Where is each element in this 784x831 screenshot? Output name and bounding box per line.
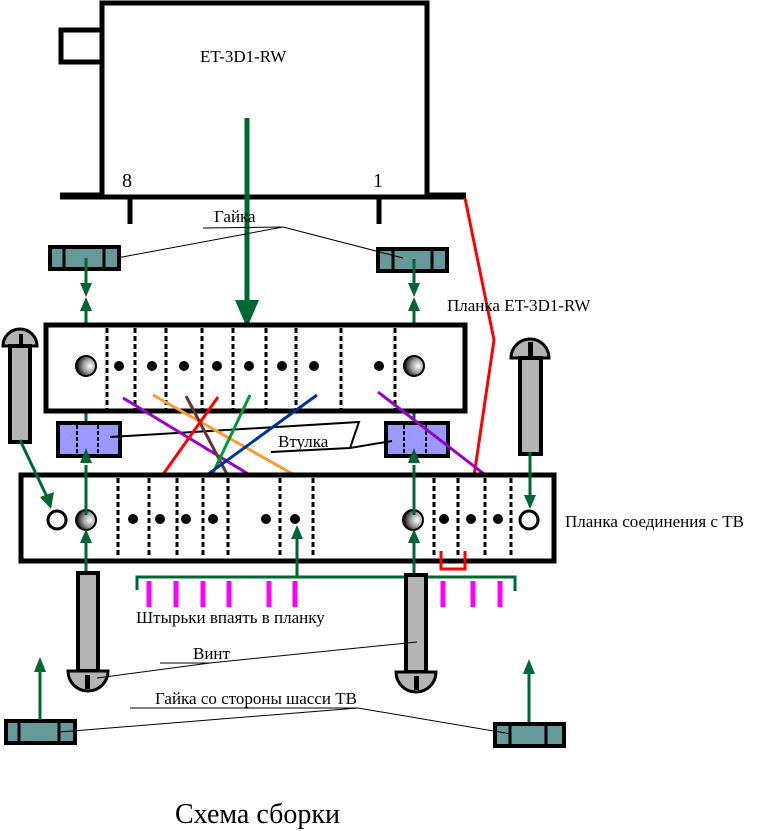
sleeve-right bbox=[384, 421, 450, 458]
chassis-arrows bbox=[34, 657, 535, 722]
screw-label: Винт bbox=[193, 644, 231, 663]
wire-purple-right bbox=[377, 390, 498, 486]
diagram-title: Схема сборки bbox=[175, 799, 340, 830]
red-wire bbox=[463, 197, 496, 477]
bar-top-label: Планка ET-3D1-RW bbox=[447, 296, 591, 315]
red-jumper bbox=[439, 551, 467, 571]
pin-1-label: 1 bbox=[373, 170, 383, 192]
bar-top-dividers bbox=[105, 328, 397, 409]
screw-left-upper bbox=[1, 327, 39, 444]
nut-chassis-label: Гайка со стороны шасси ТВ bbox=[155, 689, 357, 708]
bar-top-holes bbox=[114, 361, 384, 371]
device-label: ET-3D1-RW bbox=[200, 47, 287, 66]
main-insert-arrow bbox=[235, 118, 259, 328]
bar-et3d1rw bbox=[43, 322, 468, 414]
screw-left-lower bbox=[66, 571, 110, 693]
nut-chassis-leaders bbox=[59, 707, 512, 735]
nut-chassis-right bbox=[493, 722, 566, 748]
bar-bottom-label: Планка соединения с ТВ bbox=[565, 512, 744, 531]
tv-hole-right-open bbox=[518, 509, 540, 531]
bar-bottom-holes bbox=[128, 514, 503, 524]
tv-hole-left-open bbox=[46, 509, 68, 531]
mount-hole-right bbox=[403, 355, 425, 377]
nut-chassis-left bbox=[4, 719, 77, 745]
sleeve-left bbox=[56, 421, 122, 458]
sleeve-label: Втулка bbox=[278, 432, 329, 451]
bar-tv bbox=[18, 472, 557, 571]
device-et3d1rw: ET-3D1-RW 8 1 bbox=[58, 0, 466, 224]
pins-label: Штырьки впаять в планку bbox=[136, 608, 325, 627]
device-body bbox=[99, 0, 430, 200]
screw-leaders bbox=[96, 641, 418, 679]
mount-hole-left bbox=[75, 355, 97, 377]
nut-top-label: Гайка bbox=[214, 207, 256, 226]
sleeve-leaders bbox=[109, 420, 393, 453]
screw-right-lower bbox=[394, 573, 438, 694]
pins-bracket bbox=[135, 525, 517, 607]
screw-right-upper bbox=[509, 337, 551, 456]
pin-8-label: 8 bbox=[122, 170, 132, 192]
device-tab bbox=[58, 27, 105, 65]
screw-arrows bbox=[18, 439, 536, 590]
pins bbox=[146, 581, 503, 607]
bar-bottom-dividers bbox=[116, 478, 513, 558]
nut-top-leaders bbox=[116, 226, 404, 259]
